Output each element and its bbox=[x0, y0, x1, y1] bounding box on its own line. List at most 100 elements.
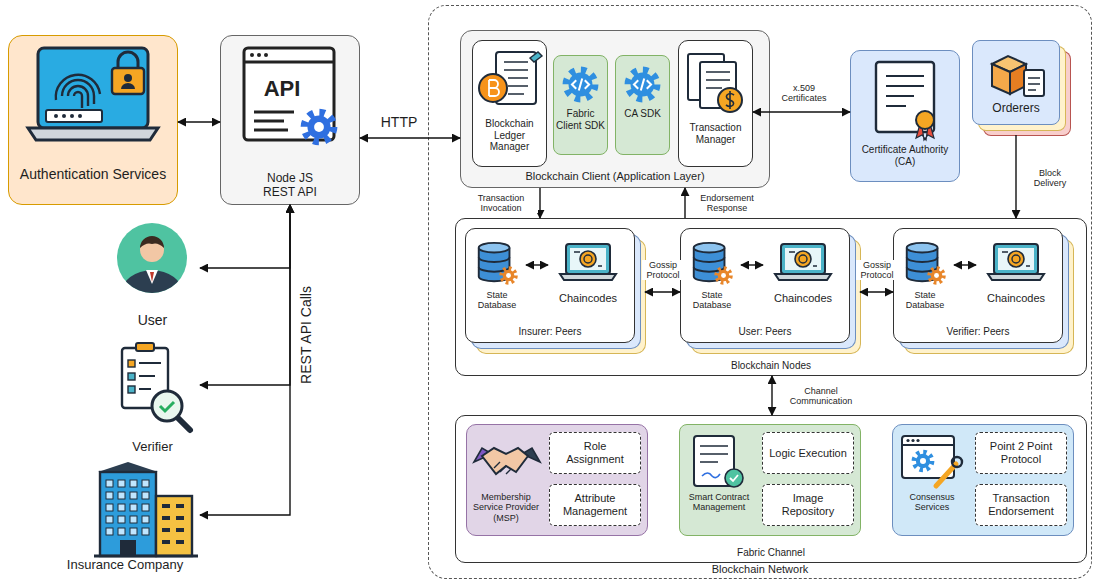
node-label: Blockchain Network bbox=[428, 563, 1092, 576]
peer-icons-part bbox=[775, 244, 831, 280]
contract-icon bbox=[694, 436, 743, 487]
node-label: Blockchain Ledger Manager bbox=[475, 118, 544, 153]
insurance-building-icon-part bbox=[156, 496, 192, 556]
node-label: Certificate Authority (CA) bbox=[853, 144, 957, 167]
function-box: Logic Execution bbox=[762, 432, 854, 474]
ledger-icon-part bbox=[530, 52, 542, 62]
contract-icon-part bbox=[730, 475, 738, 481]
node-label: Smart Contract Management bbox=[681, 492, 757, 513]
sdk-card: Fabric Client SDK bbox=[553, 55, 608, 155]
connector bbox=[771, 376, 772, 415]
contract-icon-part bbox=[702, 473, 720, 478]
api-icon-part bbox=[257, 53, 261, 57]
node-label: Orderers bbox=[975, 102, 1057, 116]
connector bbox=[954, 264, 976, 265]
verifier-icon-part bbox=[136, 343, 154, 351]
function-box: Transaction Endorsement bbox=[975, 484, 1067, 526]
node-label: Transaction Manager bbox=[681, 122, 750, 145]
node-label: Verifier: Peers bbox=[893, 326, 1063, 338]
peer-icons bbox=[479, 243, 1044, 283]
connector bbox=[178, 121, 220, 122]
auth-icon-part bbox=[112, 68, 144, 94]
connector bbox=[1015, 135, 1016, 218]
msp-panel: Membership Service Provider (MSP)Role As… bbox=[466, 424, 648, 536]
connector bbox=[200, 205, 290, 515]
node-label: Transaction Endorsement bbox=[980, 492, 1062, 517]
verifier-icon bbox=[122, 343, 190, 430]
node-label: User: Peers bbox=[680, 326, 850, 338]
channel-group: Fabric ChannelMembership Service Provide… bbox=[455, 415, 1087, 563]
node-label: Insurance Company bbox=[50, 558, 200, 573]
consensus-icon-part bbox=[902, 444, 954, 446]
ledger-icon-part bbox=[489, 80, 499, 96]
ledger-icon-part bbox=[479, 74, 507, 102]
icon-text: API bbox=[252, 76, 312, 102]
node-label: Chaincodes bbox=[976, 292, 1056, 305]
ledger-icon bbox=[479, 52, 542, 104]
auth-icon-part bbox=[56, 75, 100, 108]
orderer-icon-part bbox=[1028, 78, 1040, 90]
consensus-icon-part bbox=[906, 439, 909, 442]
node-label: Image Repository bbox=[767, 492, 849, 517]
verifier-icon-part bbox=[128, 373, 135, 380]
node-label: State Database bbox=[896, 290, 954, 311]
peer-icons-part bbox=[694, 243, 731, 283]
edge-label: Endorsement Response bbox=[690, 193, 764, 214]
node-label: State Database bbox=[683, 290, 741, 311]
node-group: Blockchain Nodes Insurer: Peers State Data… bbox=[455, 218, 1087, 376]
verifier-icon-part bbox=[128, 386, 135, 393]
handshake-icon-part bbox=[494, 462, 511, 474]
node-label: Node JS REST API bbox=[255, 172, 325, 200]
connector bbox=[741, 264, 763, 265]
function-box: Role Assignment bbox=[549, 432, 641, 474]
connector bbox=[526, 264, 548, 265]
auth-icon-part bbox=[38, 48, 148, 128]
peer-icons-part bbox=[907, 243, 944, 283]
auth-icon-part bbox=[121, 83, 135, 89]
insurance-building-icon-part bbox=[120, 540, 136, 556]
verifier-icon-part bbox=[128, 360, 135, 367]
user-icon-part-part bbox=[118, 270, 186, 300]
consensus-icon-part bbox=[911, 439, 914, 442]
node-label: Point 2 Point Protocol bbox=[980, 440, 1062, 465]
edge-label: Gossip Protocol bbox=[856, 260, 898, 281]
connector bbox=[753, 111, 850, 112]
verifier-icon-part bbox=[152, 391, 182, 421]
peer-icons-part bbox=[479, 243, 516, 283]
orderer-icon-part bbox=[992, 64, 1010, 94]
node-label: Chaincodes bbox=[763, 292, 843, 305]
node-label: State Database bbox=[468, 290, 526, 311]
certificate-icon-part bbox=[876, 62, 934, 132]
node-label: Blockchain Client (Application Layer) bbox=[460, 170, 770, 183]
insurance-building-icon-part bbox=[100, 472, 156, 556]
contract-icon-part bbox=[725, 469, 743, 487]
connector bbox=[200, 205, 290, 268]
certificate-icon bbox=[876, 62, 934, 140]
api-icon-part bbox=[305, 113, 333, 141]
verifier-icon-part bbox=[178, 418, 190, 430]
api-icon-part bbox=[264, 53, 268, 57]
api-icon-part bbox=[254, 112, 294, 130]
function-box: Attribute Management bbox=[549, 484, 641, 526]
transaction-icon-part bbox=[718, 88, 742, 112]
sdk-icon-part bbox=[567, 71, 594, 98]
auth-icon-part bbox=[28, 128, 158, 140]
node-label: Insurer: Peers bbox=[465, 326, 635, 338]
transaction-icon-part bbox=[726, 91, 734, 109]
insurance-building-icon bbox=[94, 462, 198, 556]
axis-label: REST API Calls bbox=[298, 286, 314, 384]
api-icon-part bbox=[250, 53, 254, 57]
peer-icons-part bbox=[560, 244, 616, 280]
verifier-icon-part bbox=[160, 402, 174, 411]
peer-icons-part bbox=[988, 244, 1044, 280]
transaction-icon-part bbox=[706, 72, 730, 88]
sdk-icon bbox=[567, 71, 656, 98]
function-box: Image Repository bbox=[762, 484, 854, 526]
node-label: Attribute Management bbox=[554, 492, 636, 517]
api-icon-part bbox=[244, 48, 334, 140]
verifier-icon-part bbox=[139, 363, 161, 389]
node-label: Authentication Services bbox=[18, 166, 168, 182]
consensus-icon-part bbox=[952, 457, 962, 467]
connector bbox=[200, 205, 290, 385]
node-label: Blockchain Nodes bbox=[455, 360, 1087, 372]
